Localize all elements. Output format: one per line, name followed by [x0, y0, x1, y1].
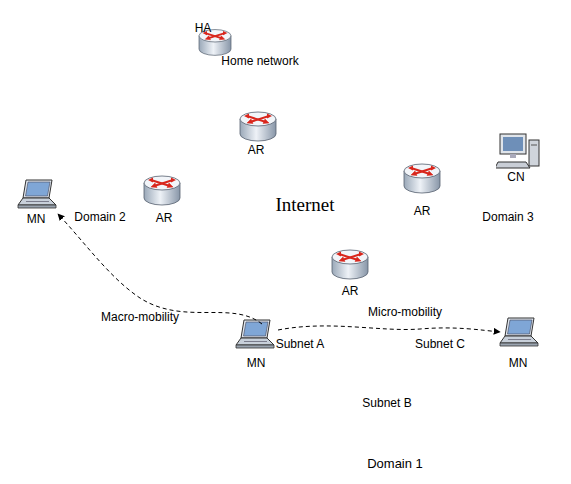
domain-region: Domain 1 Subnet A Subnet C Subnet B: [218, 270, 568, 478]
device-label: MN: [27, 213, 46, 227]
region-label: HA: [195, 22, 212, 36]
device-label: AR: [342, 285, 359, 299]
region-label: CN: [507, 171, 524, 185]
ellipse-outline: [218, 270, 568, 478]
region-label: Subnet A: [276, 338, 325, 352]
arrow-label: Micro-mobility: [368, 306, 442, 320]
device-label: AR: [248, 144, 265, 158]
device-label: MN: [247, 357, 266, 371]
region-label: Internet: [275, 194, 334, 216]
domain-region: Domain 2: [5, 140, 200, 265]
region-label: Domain 3: [482, 211, 533, 225]
region-label: Domain 2: [74, 211, 125, 225]
device-label: AR: [156, 212, 173, 226]
ellipse-outline: [5, 140, 200, 265]
region-label: Subnet B: [362, 397, 411, 411]
region-label: Subnet C: [415, 338, 465, 352]
home-network-region: HA Home network: [175, 12, 340, 107]
device-label: AR: [414, 205, 431, 219]
arrow-label: Macro-mobility: [101, 311, 179, 325]
region-label: Home network: [221, 55, 298, 69]
domain-region: CN Domain 3: [430, 145, 565, 255]
device-label: MN: [509, 357, 528, 371]
subnet-region: Subnet B: [320, 355, 455, 450]
region-label: Domain 1: [367, 457, 423, 472]
ellipse-outline: [430, 145, 565, 255]
